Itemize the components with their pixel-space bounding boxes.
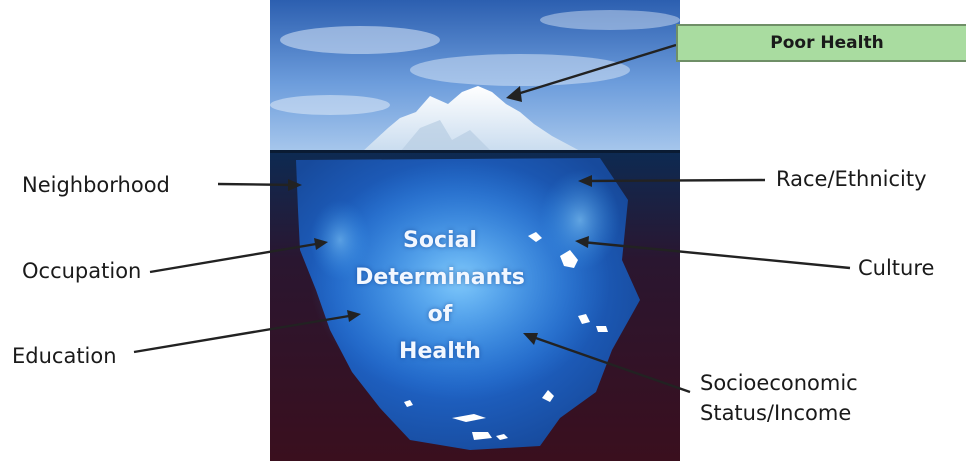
cloud <box>280 26 440 54</box>
arrow-race <box>585 180 765 181</box>
poor-health-box: Poor Health <box>676 24 966 62</box>
cloud <box>540 10 680 30</box>
education-label: Education <box>12 343 117 369</box>
socioeconomic-line-2: Status/Income <box>700 398 858 428</box>
poor-health-label: Poor Health <box>770 33 883 53</box>
cloud <box>270 95 390 115</box>
center-title-line: Determinants <box>330 259 550 296</box>
neighborhood-label: Neighborhood <box>22 172 170 198</box>
center-title-line: Social <box>330 222 550 259</box>
arrow-neighborhood <box>218 184 296 185</box>
socioeconomic-line-1: Socioeconomic <box>700 368 858 398</box>
culture-label: Culture <box>858 255 934 281</box>
center-title-line: Health <box>330 333 550 370</box>
occupation-label: Occupation <box>22 258 141 284</box>
center-title-line: of <box>330 296 550 333</box>
race-ethnicity-label: Race/Ethnicity <box>776 166 927 192</box>
socioeconomic-label: Socioeconomic Status/Income <box>700 368 858 428</box>
center-title: Social Determinants of Health <box>330 222 550 370</box>
